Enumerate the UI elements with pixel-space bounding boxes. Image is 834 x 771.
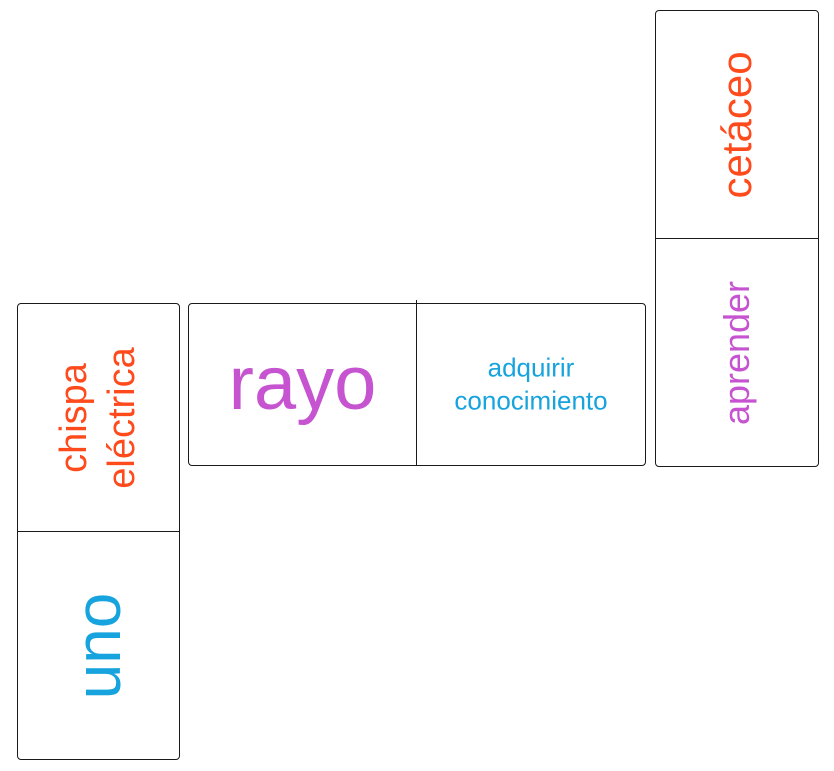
- domino-tile-left-top: chispa eléctrica: [18, 304, 178, 531]
- domino-tile-middle[interactable]: rayo adquirir conocimiento: [188, 300, 646, 466]
- domino-tile-left[interactable]: chispa eléctrica uno: [17, 303, 180, 760]
- domino-tile-right-top: cetáceo: [656, 11, 817, 238]
- label-chispa-electrica: chispa eléctrica: [50, 347, 147, 489]
- domino-tile-left-divider: [18, 531, 179, 532]
- label-cetaceo: cetáceo: [712, 50, 760, 199]
- label-uno: uno: [62, 592, 134, 699]
- label-aprender: aprender: [715, 280, 757, 425]
- domino-tile-right-divider: [656, 238, 818, 239]
- label-line-chispa: chispa: [52, 362, 95, 473]
- label-line-adquirir: adquirir: [487, 352, 575, 383]
- domino-tile-middle-divider: [416, 300, 417, 465]
- domino-tile-middle-right: adquirir conocimiento: [418, 304, 644, 464]
- domino-tile-right[interactable]: cetáceo aprender: [655, 10, 819, 467]
- domino-tile-right-bottom: aprender: [656, 240, 817, 465]
- label-rayo: rayo: [228, 341, 377, 426]
- domino-tile-middle-left: rayo: [189, 304, 416, 464]
- label-line-electrica: eléctrica: [101, 346, 143, 489]
- label-line-conocimiento: conocimiento: [454, 385, 608, 415]
- domino-tile-left-bottom: uno: [18, 533, 178, 758]
- label-adquirir-conocimiento: adquirir conocimiento: [454, 352, 607, 417]
